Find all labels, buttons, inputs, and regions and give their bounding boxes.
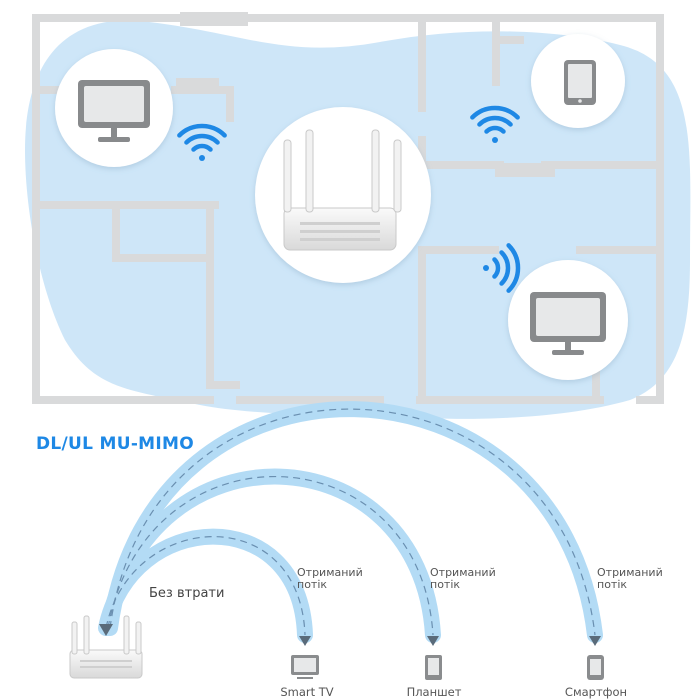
arrow-head-tablet (427, 636, 439, 646)
tablet-device-bedroom (531, 34, 625, 128)
floor-plan (25, 12, 691, 419)
device-name-smartphone: Смартфон (564, 685, 628, 699)
router-icon (283, 129, 402, 251)
router-icon (69, 615, 143, 679)
device-name-tv: Smart TV (280, 685, 334, 699)
mu-mimo-diagram (69, 401, 604, 680)
arrow-head-smartphone (589, 636, 601, 646)
diagram-title: DL/UL MU-MIMO (36, 434, 194, 454)
arrow-head-router (99, 624, 113, 636)
wifi-icon (483, 243, 521, 293)
beam-tablet (100, 468, 441, 643)
router-device (255, 107, 431, 283)
smartphone-icon (587, 655, 604, 680)
device-name-tablet: Планшет (406, 685, 462, 699)
tv-icon (291, 655, 319, 679)
monitor-icon (78, 80, 150, 142)
monitor-device-living-room (55, 49, 173, 167)
no-loss-label: Без втрати (149, 586, 225, 601)
tablet-icon (564, 60, 596, 105)
monitor-icon (530, 292, 606, 355)
monitor-device-office (508, 260, 628, 380)
wifi-icon (470, 105, 520, 143)
wifi-icon (177, 123, 227, 161)
tablet-icon (425, 655, 442, 680)
arrow-head-tv (299, 636, 311, 646)
